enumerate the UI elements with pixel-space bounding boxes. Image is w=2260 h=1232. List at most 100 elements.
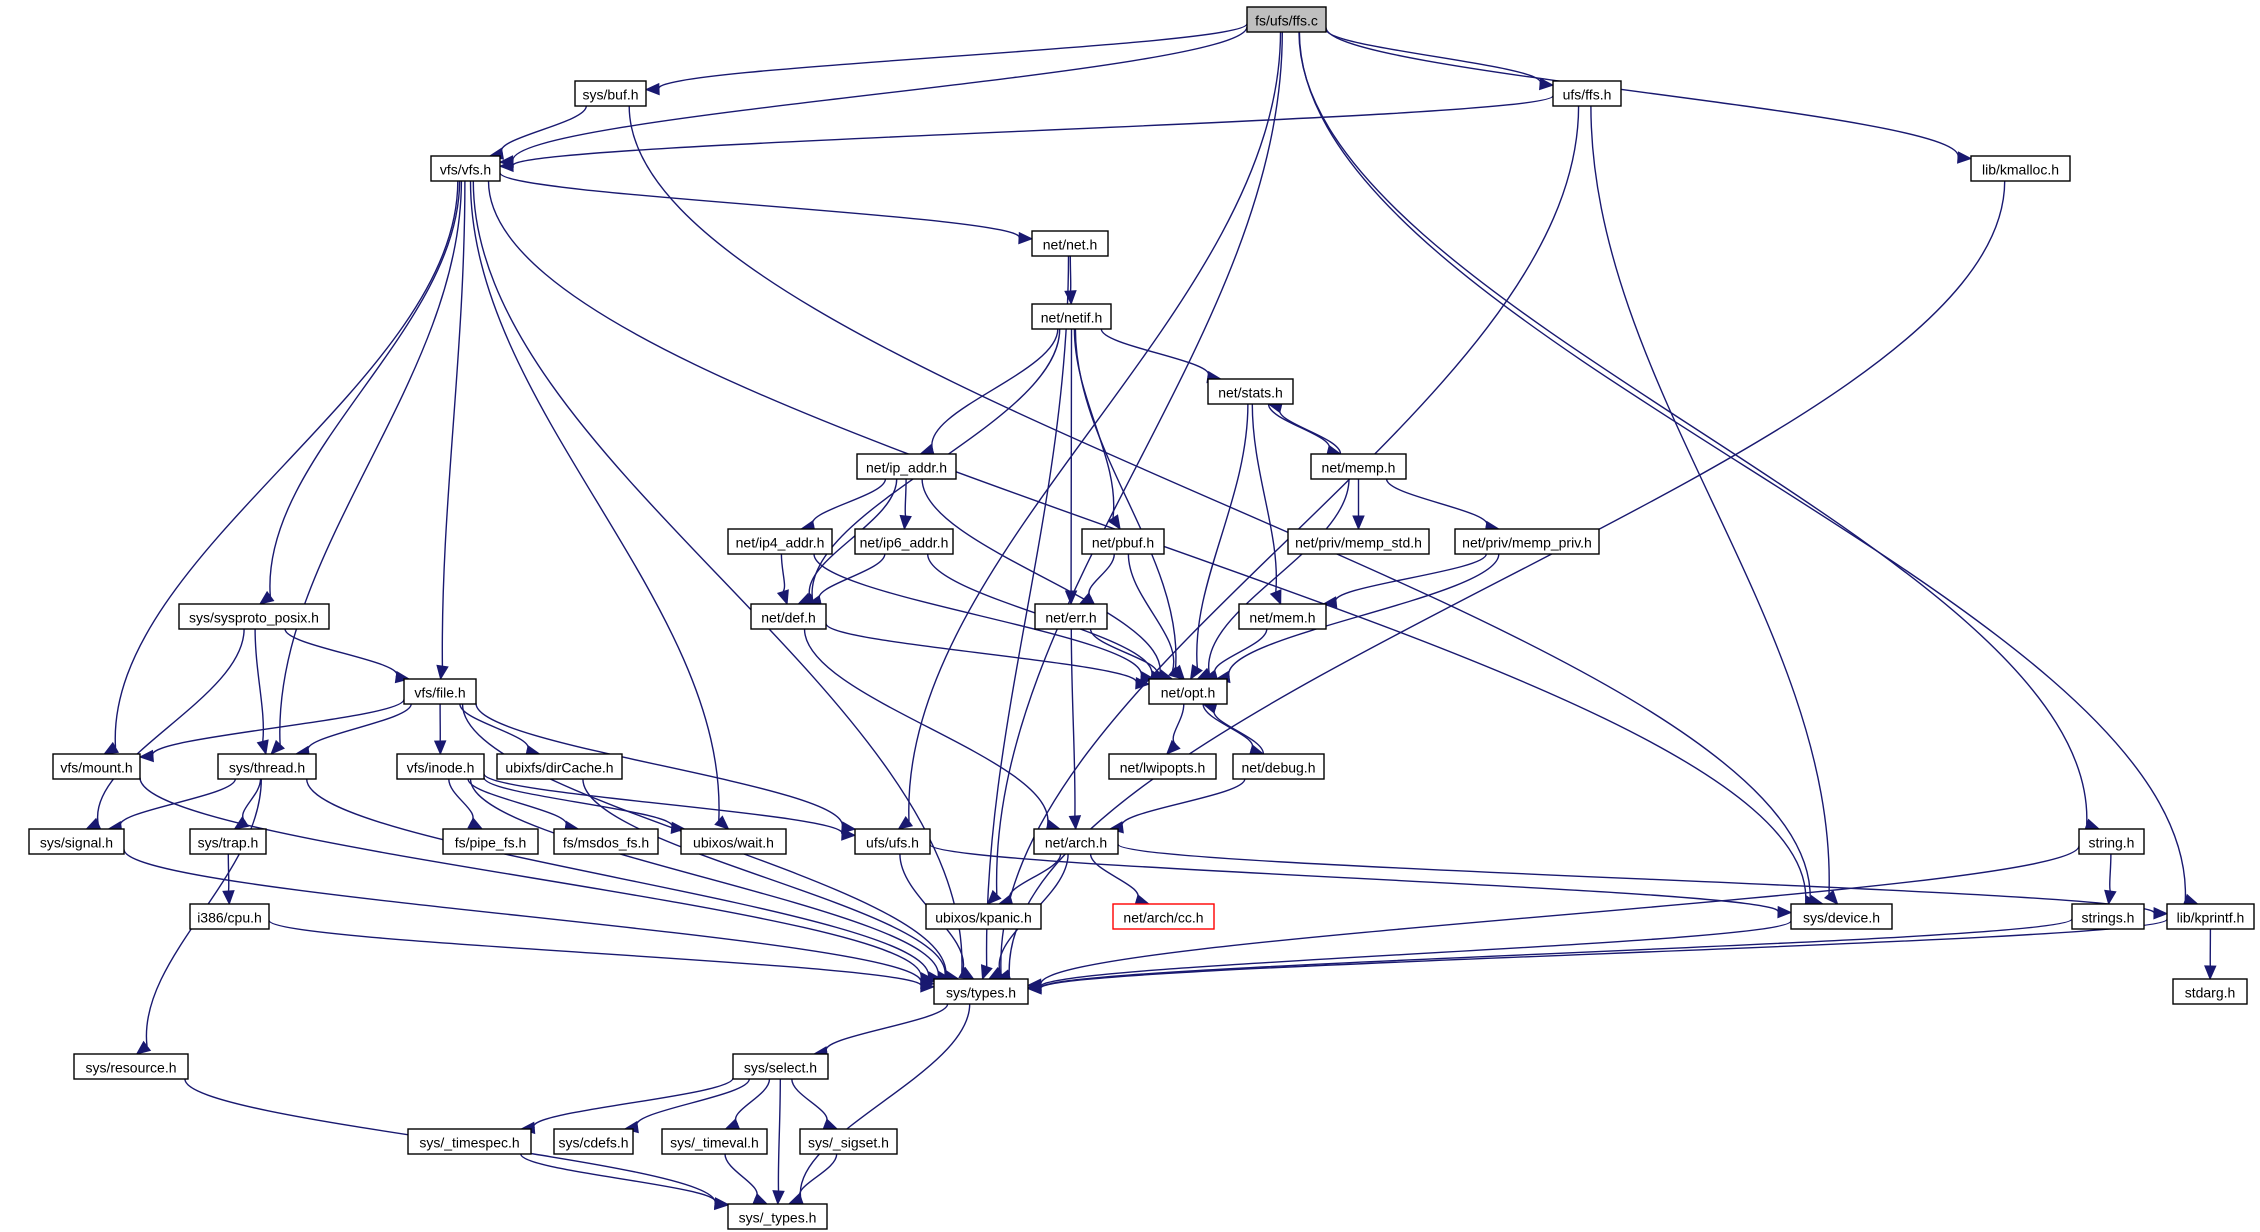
node-net-opt[interactable]: net/opt.h bbox=[1148, 678, 1228, 705]
arrowhead-icon bbox=[897, 815, 914, 830]
node-net-ip-addr[interactable]: net/ip_addr.h bbox=[856, 453, 957, 480]
node-string-h[interactable]: string.h bbox=[2078, 828, 2145, 855]
edge-line bbox=[1089, 853, 1139, 901]
edge-line bbox=[269, 180, 461, 597]
arrowhead-icon bbox=[772, 1190, 785, 1206]
edge-net_arch-to-net_arch_cc bbox=[1089, 853, 1151, 907]
arrowhead-icon bbox=[138, 749, 154, 763]
node-sys-sysproto[interactable]: sys/sysproto_posix.h bbox=[178, 603, 330, 630]
node-label: net/debug.h bbox=[1242, 760, 1316, 776]
node-sys-sigset[interactable]: sys/_sigset.h bbox=[799, 1128, 898, 1155]
node-i386-cpu[interactable]: i386/cpu.h bbox=[189, 903, 270, 930]
node-net-ip6-addr[interactable]: net/ip6_addr.h bbox=[854, 528, 954, 555]
node-sys-thread[interactable]: sys/thread.h bbox=[217, 753, 317, 780]
node-net-netif[interactable]: net/netif.h bbox=[1031, 303, 1112, 330]
node-strings-h[interactable]: strings.h bbox=[2071, 903, 2145, 930]
edge-line bbox=[1172, 703, 1185, 746]
node-stdarg-h[interactable]: stdarg.h bbox=[2172, 978, 2248, 1005]
edge-net_debug-to-net_arch bbox=[1108, 778, 1246, 834]
edge-line bbox=[1335, 553, 1487, 604]
edge-line bbox=[1213, 628, 1268, 676]
node-net-stats[interactable]: net/stats.h bbox=[1207, 378, 1294, 405]
node-vfs-mount[interactable]: vfs/mount.h bbox=[52, 753, 141, 780]
edge-sys_types-to-sys_select bbox=[812, 1003, 949, 1059]
node-sys-cdefs[interactable]: sys/cdefs.h bbox=[553, 1128, 634, 1155]
node-sys-device[interactable]: sys/device.h bbox=[1790, 903, 1893, 930]
arrowhead-icon bbox=[1189, 664, 1203, 681]
edge-line bbox=[512, 95, 1554, 167]
arrowhead-icon bbox=[644, 82, 660, 96]
edge-sys_sysproto-to-sys_signal bbox=[85, 628, 245, 830]
edge-lib_kprintf-to-sys_types bbox=[1026, 918, 2168, 995]
node-sys-signal[interactable]: sys/signal.h bbox=[28, 828, 125, 855]
node-label: vfs/file.h bbox=[414, 685, 465, 701]
node-label: vfs/inode.h bbox=[407, 760, 475, 776]
node-net-mem[interactable]: net/mem.h bbox=[1238, 603, 1327, 630]
edge-line bbox=[1040, 918, 2073, 989]
node-box bbox=[2166, 903, 2255, 930]
node-net-ip4-addr[interactable]: net/ip4_addr.h bbox=[727, 528, 833, 555]
node-vfs-inode[interactable]: vfs/inode.h bbox=[396, 753, 485, 780]
edge-line bbox=[908, 31, 1282, 822]
node-box bbox=[1310, 453, 1407, 480]
node-ufs-ufs[interactable]: ufs/ufs.h bbox=[854, 828, 931, 855]
node-sys-buf[interactable]: sys/buf.h bbox=[574, 80, 647, 107]
node-net-lwipopts[interactable]: net/lwipopts.h bbox=[1108, 753, 1217, 780]
node-sys-resource[interactable]: sys/resource.h bbox=[73, 1053, 189, 1080]
edge-sys_thread-to-sys_trap bbox=[233, 778, 262, 830]
node-net-memp[interactable]: net/memp.h bbox=[1310, 453, 1407, 480]
node-box bbox=[496, 753, 623, 780]
edge-vfs_file-to-sys_thread bbox=[294, 703, 412, 759]
edge-ffs_c-to-ubixos_kpanic bbox=[986, 31, 1283, 905]
node-label: sys/_timeval.h bbox=[670, 1135, 759, 1151]
node-net-err[interactable]: net/err.h bbox=[1034, 603, 1108, 630]
edge-line bbox=[1040, 920, 1792, 988]
node-net-arch[interactable]: net/arch.h bbox=[1033, 828, 1119, 855]
edge-sys_select-to-sys_sigset bbox=[791, 1078, 839, 1130]
node-sys-types[interactable]: sys/types.h bbox=[933, 978, 1029, 1005]
node-vfs-file[interactable]: vfs/file.h bbox=[403, 678, 477, 705]
node-ffs-c[interactable]: fs/ufs/ffs.c bbox=[1246, 6, 1327, 33]
node-net-memp-priv[interactable]: net/priv/memp_priv.h bbox=[1454, 528, 1600, 555]
node-sys-select[interactable]: sys/select.h bbox=[732, 1053, 829, 1080]
node-vfs-vfs[interactable]: vfs/vfs.h bbox=[430, 155, 501, 182]
edge-line bbox=[811, 478, 887, 527]
edge-net_net-to-sys_types bbox=[980, 255, 1070, 981]
node-ubixos-wait[interactable]: ubixos/wait.h bbox=[680, 828, 787, 855]
edge-line bbox=[448, 778, 474, 824]
edge-line bbox=[307, 703, 412, 753]
arrowhead-icon bbox=[233, 816, 250, 830]
node-sys--types[interactable]: sys/_types.h bbox=[727, 1203, 828, 1230]
edge-line bbox=[658, 23, 1248, 90]
node-box bbox=[178, 603, 330, 630]
node-sys-timeval[interactable]: sys/_timeval.h bbox=[661, 1128, 768, 1155]
edge-vfs_vfs-to-vfs_file bbox=[436, 180, 466, 681]
node-net-debug[interactable]: net/debug.h bbox=[1232, 753, 1325, 780]
node-label: net/ip6_addr.h bbox=[860, 535, 949, 551]
node-net-def[interactable]: net/def.h bbox=[750, 603, 827, 630]
edge-line bbox=[818, 553, 886, 602]
node-lib-kprintf[interactable]: lib/kprintf.h bbox=[2166, 903, 2255, 930]
node-lib-kmalloc[interactable]: lib/kmalloc.h bbox=[1970, 155, 2071, 182]
node-net-memp-std[interactable]: net/priv/memp_std.h bbox=[1287, 528, 1430, 555]
node-label: ubixos/kpanic.h bbox=[935, 910, 1032, 926]
node-net-arch-cc[interactable]: net/arch/cc.h bbox=[1112, 903, 1215, 930]
node-label: net/ip4_addr.h bbox=[736, 535, 825, 551]
edge-line bbox=[1040, 845, 2080, 985]
node-sys-timespec[interactable]: sys/_timespec.h bbox=[407, 1128, 532, 1155]
node-label: sys/trap.h bbox=[198, 835, 259, 851]
node-net-net[interactable]: net/net.h bbox=[1031, 230, 1109, 257]
node-ufs-ffs[interactable]: ufs/ffs.h bbox=[1552, 80, 1622, 107]
edge-sys_select-to-sys__types bbox=[772, 1078, 785, 1206]
node-sys-trap[interactable]: sys/trap.h bbox=[189, 828, 267, 855]
node-net-pbuf[interactable]: net/pbuf.h bbox=[1081, 528, 1165, 555]
edge-sys_trap-to-i386_cpu bbox=[222, 853, 235, 906]
arrowhead-icon bbox=[135, 1040, 152, 1055]
node-ubixos-kpanic[interactable]: ubixos/kpanic.h bbox=[925, 903, 1042, 930]
arrowhead-icon bbox=[714, 1197, 730, 1210]
node-box bbox=[28, 828, 125, 855]
node-box bbox=[189, 828, 267, 855]
node-ubixfs-dircache[interactable]: ubixfs/dirCache.h bbox=[496, 753, 623, 780]
node-fs-msdos[interactable]: fs/msdos_fs.h bbox=[553, 828, 659, 855]
node-fs-pipe[interactable]: fs/pipe_fs.h bbox=[442, 828, 539, 855]
